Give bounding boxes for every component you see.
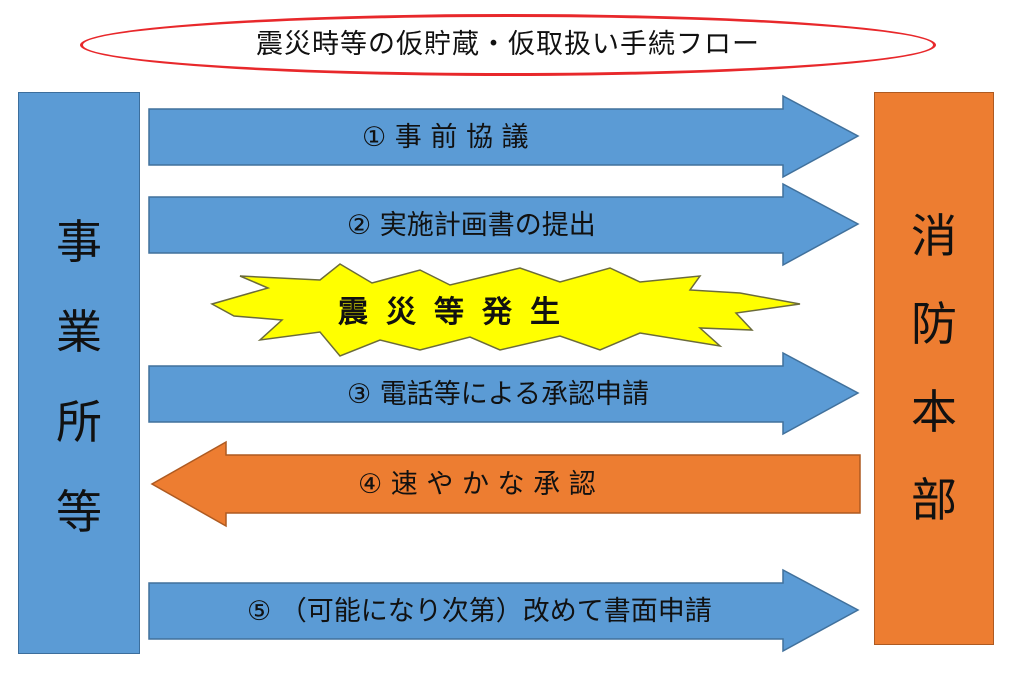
office-char: 事: [56, 215, 102, 269]
fire-department-char: 防: [911, 297, 957, 351]
step-3-arrow: [148, 351, 860, 436]
office-char: 等: [56, 485, 102, 539]
step-3-label: ③ 電話等による承認申請: [347, 379, 649, 410]
page-title: 震災時等の仮貯蔵・仮取扱い手続フロー: [256, 29, 760, 60]
step-1-label: ① 事 前 協 議: [362, 122, 529, 153]
fire-department-char: 本: [911, 385, 957, 439]
office-char: 業: [56, 305, 102, 359]
fire-department-char: 消: [911, 209, 957, 263]
step-2-arrow: [148, 182, 860, 267]
step-4-arrow: [150, 440, 861, 528]
fire-department-box: 消 防 本 部: [874, 92, 994, 645]
office-char: 所: [56, 395, 102, 449]
step-1-arrow: [148, 94, 860, 179]
step-2-label: ② 実施計画書の提出: [347, 210, 596, 241]
step-5-label: ⑤ （可能になり次第）改めて書面申請: [247, 596, 712, 627]
disaster-label: 震災等発生: [338, 295, 578, 330]
office-box: 事 業 所 等: [18, 92, 140, 654]
fire-department-char: 部: [911, 473, 957, 527]
step-5-arrow: [148, 568, 860, 653]
title-ellipse: [80, 14, 936, 76]
disaster-burst: [210, 263, 801, 357]
step-4-label: ④ 速 や か な 承 認: [358, 469, 596, 500]
